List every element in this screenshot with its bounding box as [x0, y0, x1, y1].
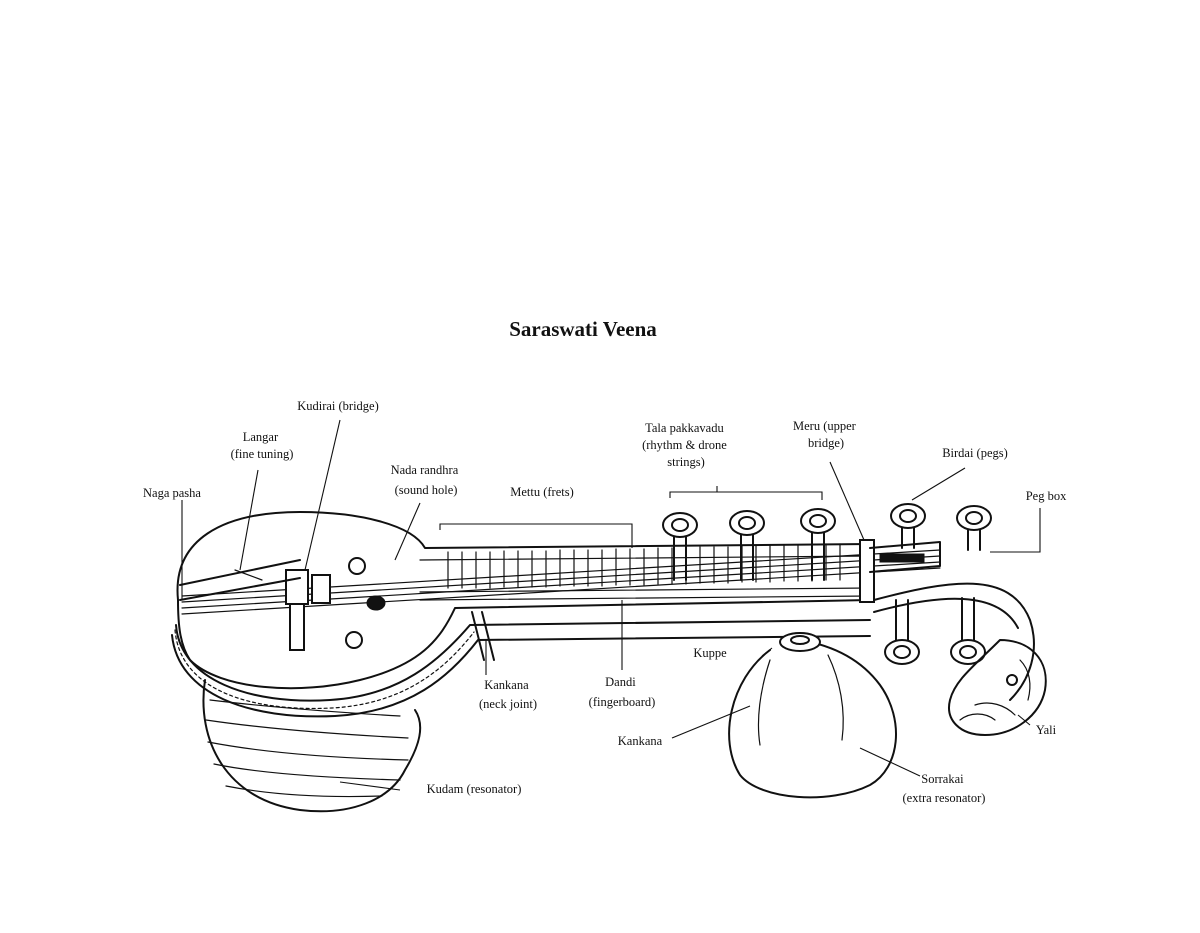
label-meru: Meru (upper bridge) [793, 419, 859, 450]
veena-illustration [171, 503, 1047, 813]
label-peg-box: Peg box [1026, 489, 1067, 503]
label-sorrakai: Sorrakai (extra resonator) [903, 772, 986, 805]
label-kudirai: Kudirai (bridge) [297, 399, 379, 413]
upper-pegs [662, 503, 992, 581]
diagram-title: Saraswati Veena [509, 317, 657, 341]
lower-pegs [884, 597, 986, 665]
veena-body [171, 511, 941, 718]
label-kankana-neck-line1: Kankana [484, 678, 529, 692]
label-naga-pasha: Naga pasha [143, 486, 201, 500]
label-tala-pakkavadu-line1: Tala pakkavadu [645, 421, 724, 435]
label-sorrakai-line1: Sorrakai [921, 772, 964, 786]
yali-carving [948, 639, 1047, 736]
kudirai-bridge [285, 569, 331, 651]
label-kudam: Kudam (resonator) [427, 782, 522, 796]
meru-peg-box [859, 539, 1035, 701]
label-meru-line1: Meru (upper [793, 419, 857, 433]
sorrakai-extra-resonator [728, 632, 897, 799]
label-kankana-neck-line2: (neck joint) [479, 697, 537, 711]
kankana-neck-joint [471, 611, 495, 661]
label-dandi-line1: Dandi [605, 675, 636, 689]
label-yali: Yali [1036, 723, 1057, 737]
label-nada-randhra: Nada randhra (sound hole) [391, 463, 462, 497]
label-langar-line2: (fine tuning) [231, 447, 294, 461]
label-kuppe: Kuppe [693, 646, 727, 660]
label-tala-pakkavadu-line2: (rhythm & drone [642, 438, 727, 452]
naga-pasha-langar [179, 559, 301, 601]
label-sorrakai-line2: (extra resonator) [903, 791, 986, 805]
nada-randhra-sound-hole [345, 557, 386, 649]
label-langar: Langar (fine tuning) [231, 430, 294, 461]
label-mettu: Mettu (frets) [510, 485, 574, 499]
label-dandi: Dandi (fingerboard) [589, 675, 656, 709]
label-tala-pakkavadu: Tala pakkavadu (rhythm & drone strings) [642, 421, 730, 469]
label-nada-randhra-line2: (sound hole) [395, 483, 458, 497]
label-tala-pakkavadu-line3: strings) [667, 455, 705, 469]
label-langar-line1: Langar [243, 430, 279, 444]
label-nada-randhra-line1: Nada randhra [391, 463, 459, 477]
mettu-frets [447, 543, 841, 589]
label-kankana: Kankana [618, 734, 663, 748]
leader-lines [181, 419, 1041, 791]
label-birdai: Birdai (pegs) [942, 446, 1008, 460]
labels: Naga pasha Langar (fine tuning) Kudirai … [143, 399, 1067, 805]
label-dandi-line2: (fingerboard) [589, 695, 656, 709]
label-meru-line2: bridge) [808, 436, 844, 450]
label-kankana-neck: Kankana (neck joint) [479, 678, 537, 711]
